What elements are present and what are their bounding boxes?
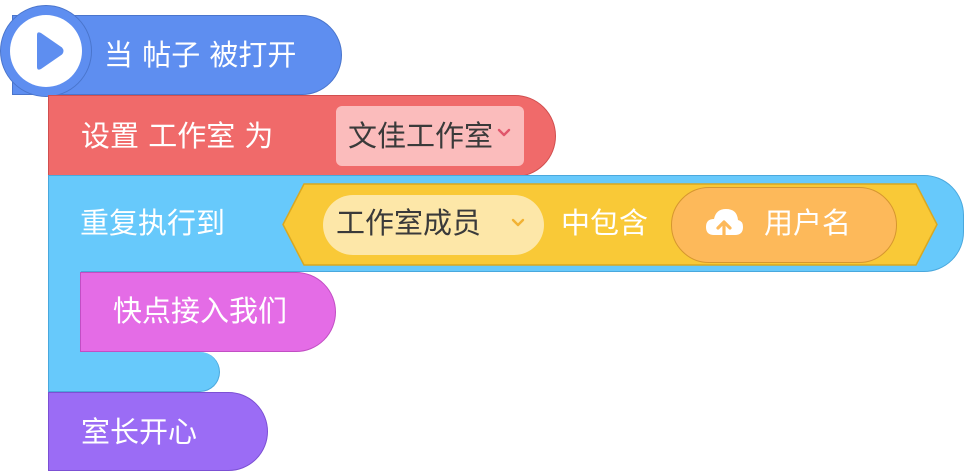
chevron-down-icon[interactable] [497, 128, 511, 138]
set-studio-label: 设置 工作室 为 [81, 119, 274, 153]
studio-members-dropdown[interactable] [323, 195, 544, 255]
cloud-upload-icon [706, 209, 743, 239]
contains-label: 中包含 [561, 206, 649, 240]
studio-name-value: 文佳工作室 [348, 119, 494, 153]
repeat-until-label: 重复执行到 [80, 206, 226, 240]
join-us-block[interactable] [80, 272, 336, 352]
join-us-label: 快点接入我们 [113, 294, 288, 328]
studio-members-label: 工作室成员 [336, 206, 482, 240]
studio-name-field[interactable] [336, 106, 524, 166]
when-post-opened-label: 当 帖子 被打开 [104, 38, 297, 72]
play-icon[interactable] [10, 15, 82, 87]
owner-happy-block[interactable] [48, 392, 268, 471]
owner-happy-label: 室长开心 [81, 415, 198, 449]
chevron-down-icon[interactable] [510, 217, 526, 229]
repeat-block-inner [49, 268, 81, 388]
username-label: 用户名 [764, 206, 852, 240]
